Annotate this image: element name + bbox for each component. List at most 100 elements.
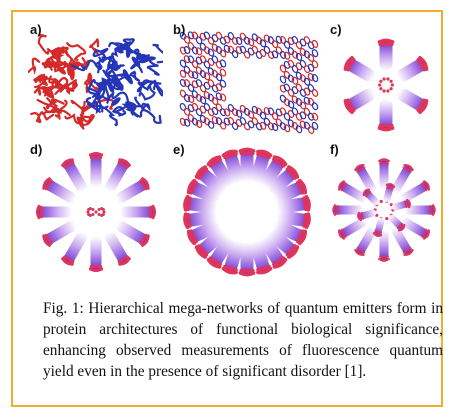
helix-segment <box>223 44 231 53</box>
center-emitter <box>382 77 386 81</box>
emitter-bundle <box>377 38 395 71</box>
emitter-bundle <box>354 226 377 256</box>
helix-segment <box>203 72 211 81</box>
helix-segment <box>179 117 187 126</box>
helix-segment <box>307 112 315 121</box>
helix-segment <box>207 48 215 57</box>
helix-segment <box>227 45 235 54</box>
helix-segment <box>219 49 227 58</box>
center-emitter <box>385 216 389 221</box>
helix-segment <box>231 36 239 45</box>
emitter-bundle <box>238 242 256 277</box>
emitter-bundle <box>61 232 87 266</box>
emitter-bundle <box>377 99 395 132</box>
helix-segment <box>267 122 275 131</box>
emitter-bundle <box>105 158 131 192</box>
helix-segment <box>235 109 243 118</box>
emitter-bundle <box>206 155 234 188</box>
emitter-bundle <box>400 180 430 203</box>
helix-segment <box>183 118 191 127</box>
helix-segment <box>255 122 263 131</box>
emitter-bundle <box>42 221 76 247</box>
helix-segment <box>287 74 295 83</box>
helix-segment <box>287 37 295 46</box>
helix-segment <box>271 123 279 132</box>
helix-segment <box>303 87 311 96</box>
helix-segment <box>183 46 191 55</box>
emitter-bundle <box>250 240 273 275</box>
helix-segment <box>259 121 267 130</box>
helix-segment <box>179 69 187 78</box>
helix-segment <box>299 120 307 129</box>
emitter-bundle <box>42 177 76 203</box>
helix-segment <box>199 55 207 64</box>
helix-segment <box>203 103 211 112</box>
helix-segment <box>311 39 319 48</box>
emitter-bundle <box>362 188 380 206</box>
helix-segment <box>283 60 291 69</box>
emitter-bundle <box>206 236 234 269</box>
emitter-bundle <box>260 236 288 269</box>
helix-segment <box>251 117 259 126</box>
helix-segment <box>227 32 235 41</box>
emitter-bundle <box>404 204 436 216</box>
emitter-bundle <box>221 240 244 275</box>
center-emitter <box>389 87 393 91</box>
helix-segment <box>203 31 211 40</box>
helix-segment <box>179 78 187 87</box>
emitter-bundle <box>120 204 157 220</box>
center-emitter <box>382 89 386 93</box>
helix-segment <box>271 50 279 59</box>
helix-segment <box>215 92 223 101</box>
center-emitter <box>86 210 90 214</box>
center-emitter <box>378 83 382 87</box>
helix-segment <box>307 84 315 93</box>
helix-segment <box>299 111 307 120</box>
center-emitter <box>91 212 95 216</box>
helix-segment <box>263 107 271 116</box>
emitter-bundle <box>338 217 368 240</box>
helix-segment <box>195 47 203 56</box>
helix-segment <box>179 46 187 55</box>
helix-segment <box>311 112 319 121</box>
helix-segment <box>187 31 195 40</box>
helix-segment <box>311 60 319 69</box>
helix-segment <box>279 84 287 93</box>
helix-segment <box>239 117 247 126</box>
panel-d: d) <box>28 142 163 277</box>
helix-segment <box>183 65 191 74</box>
helix-segment <box>307 125 315 135</box>
center-emitter <box>97 208 101 212</box>
helix-segment <box>311 121 319 130</box>
helix-segment <box>191 46 199 55</box>
helix-segment <box>195 93 203 102</box>
panel-b: b) <box>171 22 321 137</box>
helix-segment <box>195 119 203 128</box>
panel-e-label: e) <box>173 142 185 157</box>
helix-segment <box>199 96 207 105</box>
helix-segment <box>299 59 307 68</box>
helix-segment <box>303 107 311 116</box>
emitter-bundle <box>61 158 87 192</box>
helix-segment <box>279 75 287 84</box>
center-emitter <box>91 208 95 212</box>
emitter-bundle <box>116 177 150 203</box>
helix-segment <box>199 70 207 79</box>
helix-segment <box>187 41 195 51</box>
helix-segment <box>283 51 291 60</box>
helix-segment <box>195 79 203 88</box>
helix-segment <box>215 60 223 69</box>
helix-segment <box>211 55 219 64</box>
helix-segment <box>295 52 303 61</box>
center-emitter <box>379 79 383 83</box>
emitter-bundle <box>268 229 300 259</box>
helix-segment <box>215 117 223 126</box>
center-emitter <box>379 199 383 204</box>
center-emitter <box>102 210 106 214</box>
emitter-bundle <box>343 56 375 82</box>
helix-segment <box>191 117 199 126</box>
helix-segment <box>231 50 239 59</box>
helix-segment <box>179 102 187 112</box>
panel-b-label: b) <box>173 22 186 37</box>
panel-a: a) <box>28 22 163 137</box>
